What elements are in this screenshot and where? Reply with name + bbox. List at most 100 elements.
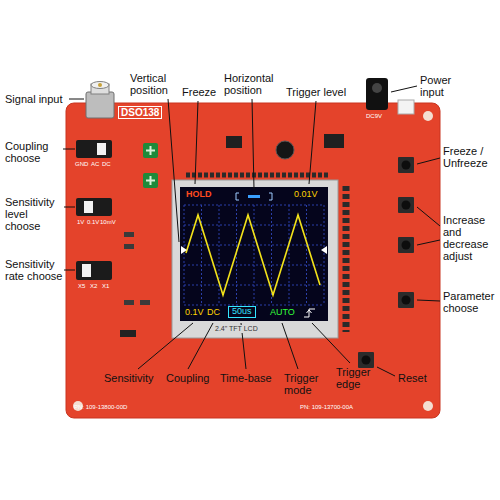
leader-line [63,149,75,150]
lcd-module [172,180,338,338]
position-marker [181,246,187,254]
reset-button [358,352,374,368]
push-button [398,237,414,253]
smd-part [140,300,150,305]
leader-line [64,270,75,271]
callout-label: Trigger mode [284,372,328,396]
leader-line [282,323,298,369]
button-cap [402,161,411,170]
push-button [398,157,414,173]
switch-knob [97,143,106,155]
trimmer-pot [143,173,158,188]
leader-line [64,207,75,208]
screen-readout: DC [207,308,220,318]
push-button [398,292,414,308]
callout-label: Coupling choose [5,140,63,164]
ic-chip [226,136,242,148]
mounting-hole [423,111,433,121]
board-name: DSO138 [118,106,162,119]
slide-switch [76,261,112,280]
callout-label: Freeze [182,86,216,98]
silkscreen-text: DC9V [366,113,382,120]
part-number: PN: 109-13700-00A [300,404,353,411]
trimmer-pot [143,143,158,158]
dc-jack-hole [372,83,382,93]
pin-header [186,173,330,178]
button-cap [402,241,411,250]
callout-label: Increase and decrease adjust [443,214,498,262]
leader-line [417,158,440,164]
power-connector [398,100,414,114]
trimmer-slot [146,176,155,185]
leader-line [312,323,350,363]
leader-line [252,99,254,189]
silkscreen-text: X2 [90,283,97,290]
ic-chip [324,134,344,148]
leader-line [188,323,213,369]
callout-label: Vertical position [130,72,188,96]
part-number: PN: 109-13800-00D [74,404,127,411]
leader-line [138,323,193,369]
callout-label: Sensitivity rate choose [5,258,63,282]
timebase-box: 50us [228,306,256,318]
callout-label: Freeze / Unfreeze [443,145,498,169]
silkscreen-text: X1 [102,283,109,290]
trigger-edge-symbol [304,309,315,317]
push-button [398,197,414,213]
callout-label: Power input [420,74,470,98]
silkscreen-text: 0.1V [87,219,99,226]
callout-label: Trigger edge [336,366,380,390]
bnc-pin [98,83,102,87]
silkscreen-text: X5 [78,283,85,290]
switch-knob [82,264,91,277]
callout-label: Parameter choose [443,290,498,314]
callout-label: Coupling [166,372,209,384]
button-cap [402,296,411,305]
dc-jack [366,78,388,110]
leader-line [417,207,440,226]
horizontal-bracket [236,193,272,200]
pin-header [343,186,350,332]
callout-label: Time-base [220,372,272,384]
leader-line [417,240,440,245]
leader-line [309,101,316,184]
screen-readout: 0.1V [185,308,204,318]
silkscreen-text: AC [91,161,99,168]
silkscreen-text: DC [102,161,111,168]
callout-label: Horizontal position [224,72,286,96]
leader-line [417,300,440,301]
switch-knob [84,201,93,213]
screen-readout: HOLD [186,190,212,200]
leader-line [69,99,84,100]
lcd-display [180,187,328,321]
smd-part [124,300,134,305]
bnc-body [86,92,114,118]
module-text: 2.4" TFT LCD [214,325,259,333]
callout-label: Sensitivity level choose [5,196,63,232]
leader-line [377,367,395,376]
leader-line [391,86,417,92]
bnc-tip [91,82,109,89]
leader-line [195,101,198,184]
jumper [120,330,136,337]
capacitor [276,141,294,159]
slide-switch [76,198,112,216]
silkscreen-text: 10mV [100,219,116,226]
horizontal-bar [248,195,260,198]
trimmer-slot [146,146,155,155]
readout-text: 50us [232,307,252,317]
callout-label: Trigger level [286,86,346,98]
callout-label: Reset [398,372,427,384]
trigger-marker [321,246,327,254]
screen-readout: AUTO [270,308,295,318]
slide-switch [76,140,112,158]
screen-grid [184,205,324,305]
callout-label: Sensitivity [104,372,154,384]
button-cap [402,201,411,210]
button-cap [362,356,371,365]
leader-line [168,99,179,242]
mounting-hole [423,401,433,411]
smd-part [124,244,134,249]
screen-readout: 0.01V [294,190,318,200]
